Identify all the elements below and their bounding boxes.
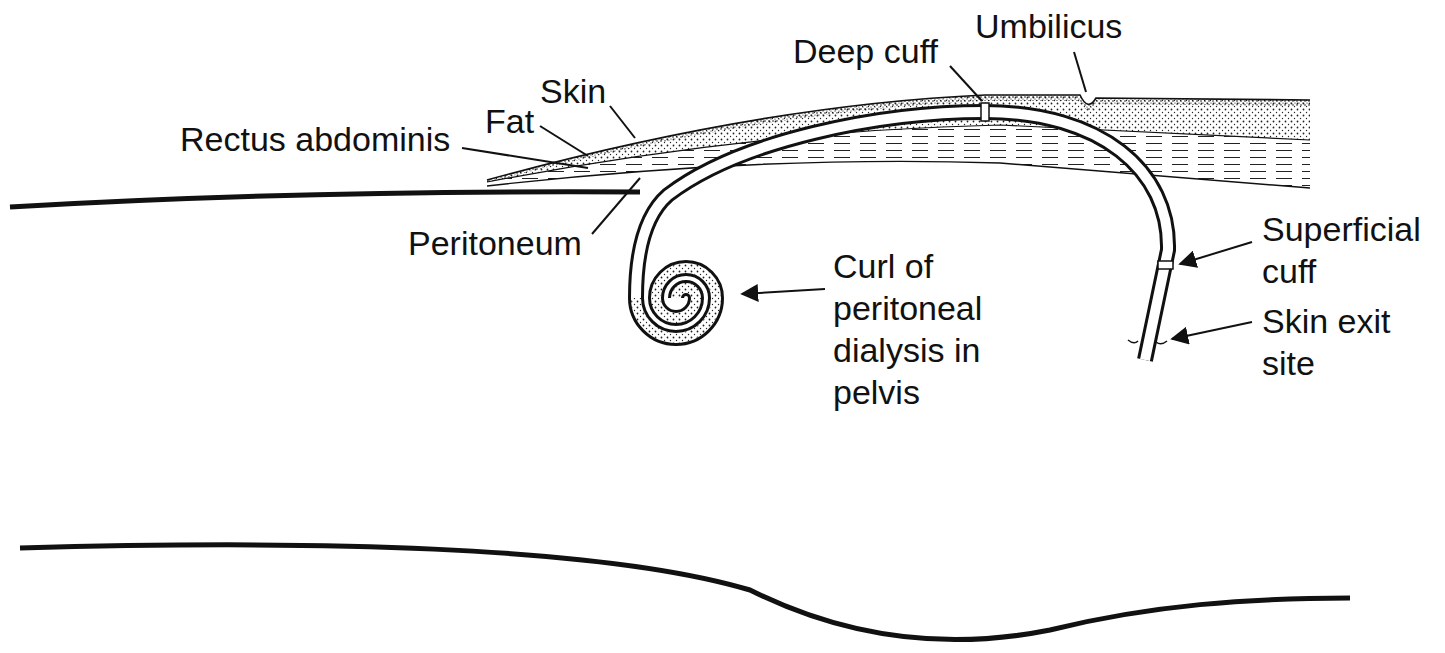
peritoneum-line: [487, 161, 1310, 188]
part-label: Skin exit site: [1262, 300, 1434, 384]
part-label: Deep cuff: [793, 30, 938, 72]
part-label: Superficial cuff: [1262, 208, 1434, 292]
deep-cuff: [981, 103, 989, 121]
leader-line: [462, 148, 588, 168]
part-label: Curl of peritoneal dialysis in pelvis: [833, 245, 1013, 413]
skin-exit-mark: [1156, 341, 1167, 344]
leader-line: [1074, 52, 1086, 92]
leader-arrow: [1172, 322, 1252, 339]
skin-surface: [487, 95, 1310, 180]
skin-layer: [487, 95, 1310, 182]
muscle-layer: [487, 125, 1310, 188]
part-label: Rectus abdominis: [180, 118, 450, 160]
part-label: Peritoneum: [408, 222, 582, 264]
body-outline: [10, 192, 640, 207]
part-label: Umbilicus: [975, 5, 1122, 47]
superficial-cuff: [1158, 261, 1173, 269]
leader-line: [592, 178, 640, 234]
leader-line: [610, 106, 635, 138]
leader-line: [540, 126, 588, 156]
catheter-curl-fill: [636, 268, 716, 338]
leader-line: [950, 66, 982, 101]
leader-arrow: [742, 289, 825, 294]
body-outline: [20, 545, 1350, 640]
part-label: Skin: [540, 70, 606, 112]
skin-exit-mark: [1128, 340, 1138, 343]
part-label: Fat: [485, 100, 534, 142]
leader-arrow: [1180, 242, 1252, 264]
